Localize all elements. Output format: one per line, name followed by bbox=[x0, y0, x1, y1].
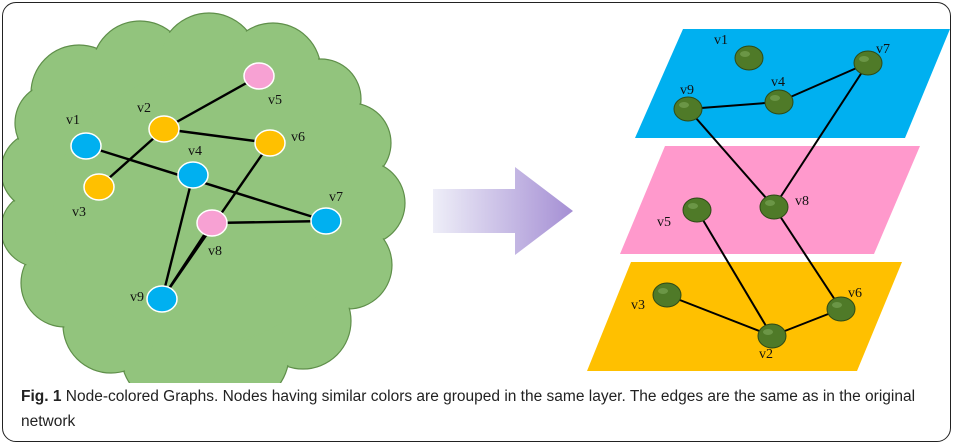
caption-text: Node-colored Graphs. Nodes having simila… bbox=[21, 388, 916, 430]
node-label-v1: v1 bbox=[66, 113, 80, 128]
layer-edge-v8-v6 bbox=[773, 206, 842, 310]
bottom-layer bbox=[587, 262, 902, 371]
layer-edge-v9-v8 bbox=[687, 108, 775, 208]
layer-node-v8 bbox=[759, 194, 789, 220]
layer-edge-v7-v8 bbox=[773, 62, 869, 208]
layer-edge-v5-v2 bbox=[696, 209, 773, 337]
layer-node-label-v9: v9 bbox=[680, 83, 694, 98]
transform-arrow bbox=[433, 167, 573, 255]
layer-node-v9 bbox=[673, 96, 703, 122]
node-label-v3: v3 bbox=[72, 205, 86, 220]
node-label-v4: v4 bbox=[188, 144, 202, 159]
node-label-v9: v9 bbox=[130, 290, 144, 305]
layer-node-label-v8: v8 bbox=[795, 194, 809, 209]
node-v7 bbox=[310, 207, 342, 235]
layer-node-v1 bbox=[734, 45, 764, 71]
figure-frame: v1 v2 v3 v4 v5 v6 v7 v8 v9 v1 v4 v7 v9 v5 v8 v3 v2 v6 Fi… bbox=[2, 2, 951, 442]
layer-node-label-v2: v2 bbox=[759, 347, 773, 362]
edge-v4-v9 bbox=[160, 174, 195, 300]
node-label-v2: v2 bbox=[137, 101, 151, 116]
edge-v2-v6 bbox=[163, 127, 271, 145]
layer-edge-v9-v4 bbox=[687, 101, 780, 110]
node-label-v5: v5 bbox=[268, 93, 282, 108]
node-label-v7: v7 bbox=[329, 190, 343, 205]
edge-v8-v7 bbox=[211, 219, 327, 225]
node-v5 bbox=[243, 62, 275, 90]
layer-node-v3 bbox=[652, 282, 682, 308]
layer-node-label-v6: v6 bbox=[848, 286, 862, 301]
node-v8 bbox=[196, 209, 228, 237]
node-v9 bbox=[146, 285, 178, 313]
node-v2 bbox=[148, 115, 180, 143]
layer-node-v4 bbox=[764, 89, 794, 115]
node-v4 bbox=[177, 161, 209, 189]
layer-node-v5 bbox=[682, 197, 712, 223]
layer-node-label-v1: v1 bbox=[714, 33, 728, 48]
node-v6 bbox=[254, 129, 286, 157]
figure-diagram: v1 v2 v3 v4 v5 v6 v7 v8 v9 v1 v4 v7 v9 v5 v8 v3 v2 v6 bbox=[3, 12, 950, 383]
layer-edge-v4-v7 bbox=[778, 62, 869, 103]
layer-node-label-v5: v5 bbox=[657, 215, 671, 230]
edge-v8-v9 bbox=[160, 222, 214, 300]
caption-label: Fig. 1 bbox=[21, 388, 62, 405]
layer-edge-v3-v2 bbox=[666, 294, 773, 337]
node-label-v6: v6 bbox=[291, 130, 305, 145]
layer-node-label-v4: v4 bbox=[771, 75, 785, 90]
figure-caption: Fig. 1 Node-colored Graphs. Nodes having… bbox=[21, 384, 941, 434]
layer-node-label-v7: v7 bbox=[876, 42, 890, 57]
node-label-v8: v8 bbox=[208, 244, 222, 259]
cloud-shape bbox=[3, 12, 406, 383]
layer-node-v2 bbox=[757, 323, 787, 349]
edge-v1-v7 bbox=[85, 144, 327, 223]
node-v3 bbox=[83, 173, 115, 201]
node-v1 bbox=[70, 132, 102, 160]
layer-node-label-v3: v3 bbox=[631, 298, 645, 313]
edge-v2-v5 bbox=[163, 74, 260, 131]
